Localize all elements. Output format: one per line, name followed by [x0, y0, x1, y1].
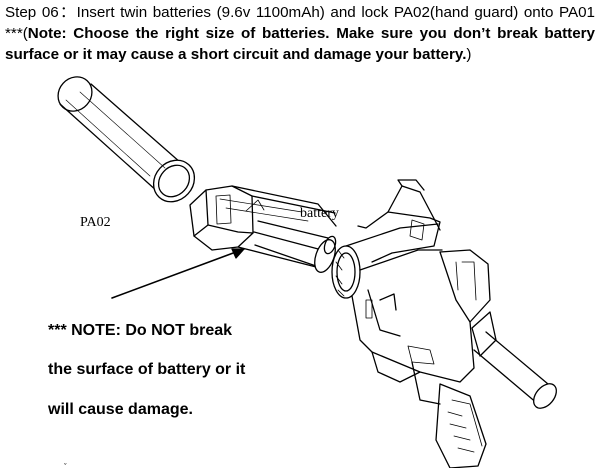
stock-tube: [471, 311, 557, 409]
note-line-1: *** NOTE: Do NOT break: [48, 322, 233, 339]
note-line-3: will cause damage.: [48, 401, 193, 418]
pointer-arrow: [111, 248, 245, 299]
battery-cells: [253, 220, 337, 273]
note-line-2: the surface of battery or it: [48, 361, 246, 378]
hand-guard-tube: [57, 76, 196, 203]
pistol-grip: [411, 361, 487, 468]
stray-mark: ˬ: [64, 456, 67, 465]
battery-compartment: [189, 185, 337, 269]
step-instructions: Step 06：Insert twin batteries (9.6v 1100…: [5, 2, 595, 65]
closing-paren: ): [466, 46, 472, 63]
step-text: Step 06：Insert twin batteries (9.6v 1100…: [5, 4, 595, 42]
label-pa02: PA02: [80, 215, 111, 230]
upper-receiver: [331, 179, 491, 383]
battery-warning: Note: Choose the right size of batteries…: [5, 25, 595, 63]
label-battery: battery: [300, 206, 339, 221]
